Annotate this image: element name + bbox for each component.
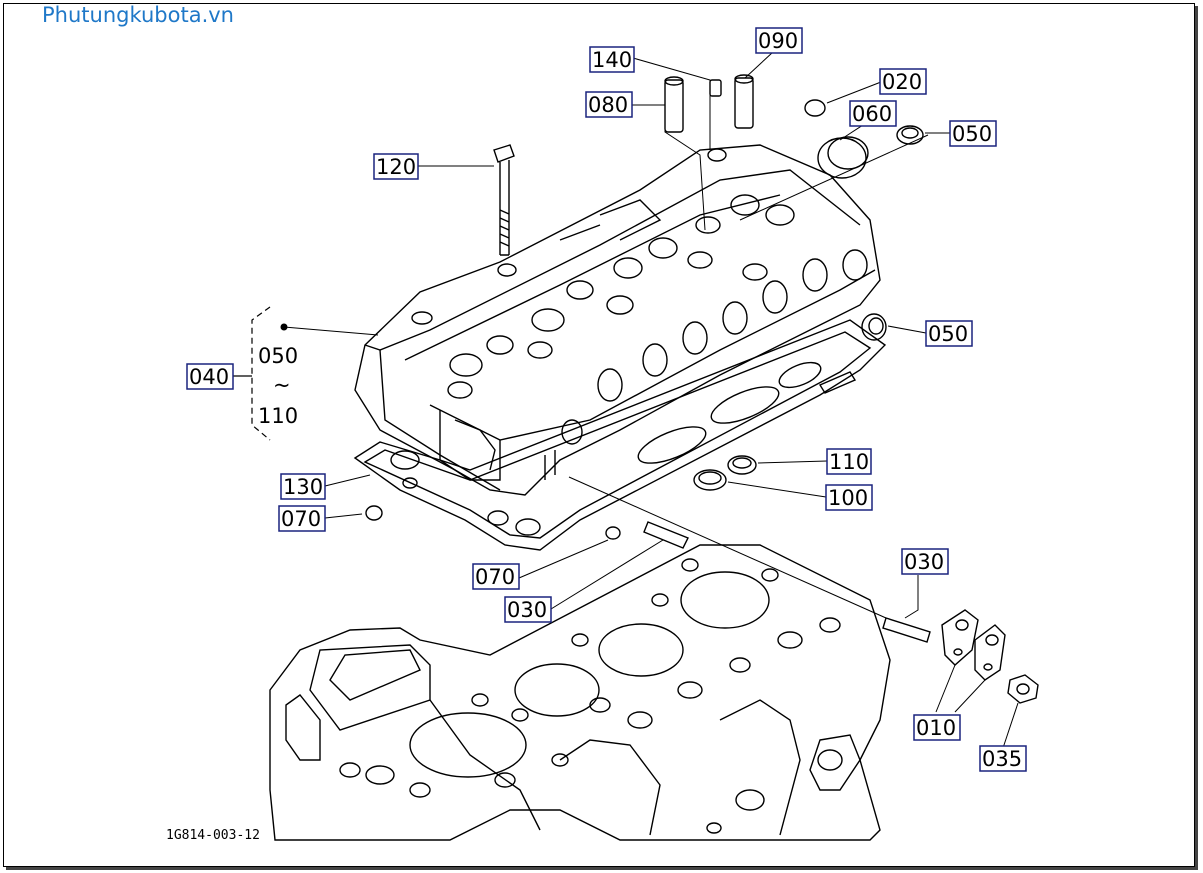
part-label-035: 035	[979, 745, 1027, 772]
svg-text:020: 020	[882, 70, 922, 94]
part-label-070-center: 070	[472, 563, 520, 590]
range-to: 110	[258, 404, 298, 428]
part-label-050-top: 050	[949, 120, 997, 147]
part-label-090: 090	[755, 27, 803, 54]
svg-text:070: 070	[281, 507, 321, 531]
svg-text:120: 120	[376, 155, 416, 179]
part-label-050-right: 050	[925, 320, 973, 347]
cylinder-block-drawing	[269, 544, 891, 841]
part-label-100: 100	[825, 484, 873, 511]
drawing-number: 1G814-003-12	[166, 828, 260, 843]
svg-text:030: 030	[904, 550, 944, 574]
part-label-120: 120	[373, 153, 419, 180]
part-label-110: 110	[826, 448, 872, 475]
part-label-080: 080	[585, 91, 633, 118]
svg-text:110: 110	[829, 450, 869, 474]
range-tilde: ~	[273, 373, 291, 397]
part-label-030-right: 030	[901, 548, 949, 575]
svg-text:035: 035	[982, 747, 1022, 771]
part-labels: 140 090 020 080 060 050 120 050	[186, 27, 1027, 772]
svg-text:090: 090	[758, 29, 798, 53]
cylinder-head-drawing	[354, 144, 881, 496]
watermark-text: Phutungkubota.vn	[42, 3, 234, 27]
part-label-060: 060	[849, 100, 897, 127]
part-label-040: 040	[186, 363, 234, 390]
part-label-010: 010	[913, 714, 961, 741]
svg-text:130: 130	[283, 475, 323, 499]
diagram-frame	[3, 3, 1195, 867]
svg-text:140: 140	[592, 48, 632, 72]
range-from: 050	[258, 344, 298, 368]
head-gasket-drawing	[353, 319, 887, 551]
part-label-030-center: 030	[504, 596, 552, 623]
svg-text:050: 050	[952, 122, 992, 146]
svg-text:050: 050	[928, 322, 968, 346]
part-label-130: 130	[280, 473, 326, 500]
svg-text:040: 040	[189, 365, 229, 389]
range-bracket	[251, 306, 271, 441]
part-label-020: 020	[879, 68, 927, 95]
svg-text:080: 080	[588, 93, 628, 117]
part-label-140: 140	[589, 46, 635, 73]
svg-text:100: 100	[828, 486, 868, 510]
svg-text:030: 030	[507, 598, 547, 622]
part-label-070-left: 070	[278, 505, 326, 532]
svg-text:070: 070	[475, 565, 515, 589]
svg-text:060: 060	[852, 102, 892, 126]
leader-lines	[280, 51, 1019, 749]
svg-text:010: 010	[916, 716, 956, 740]
